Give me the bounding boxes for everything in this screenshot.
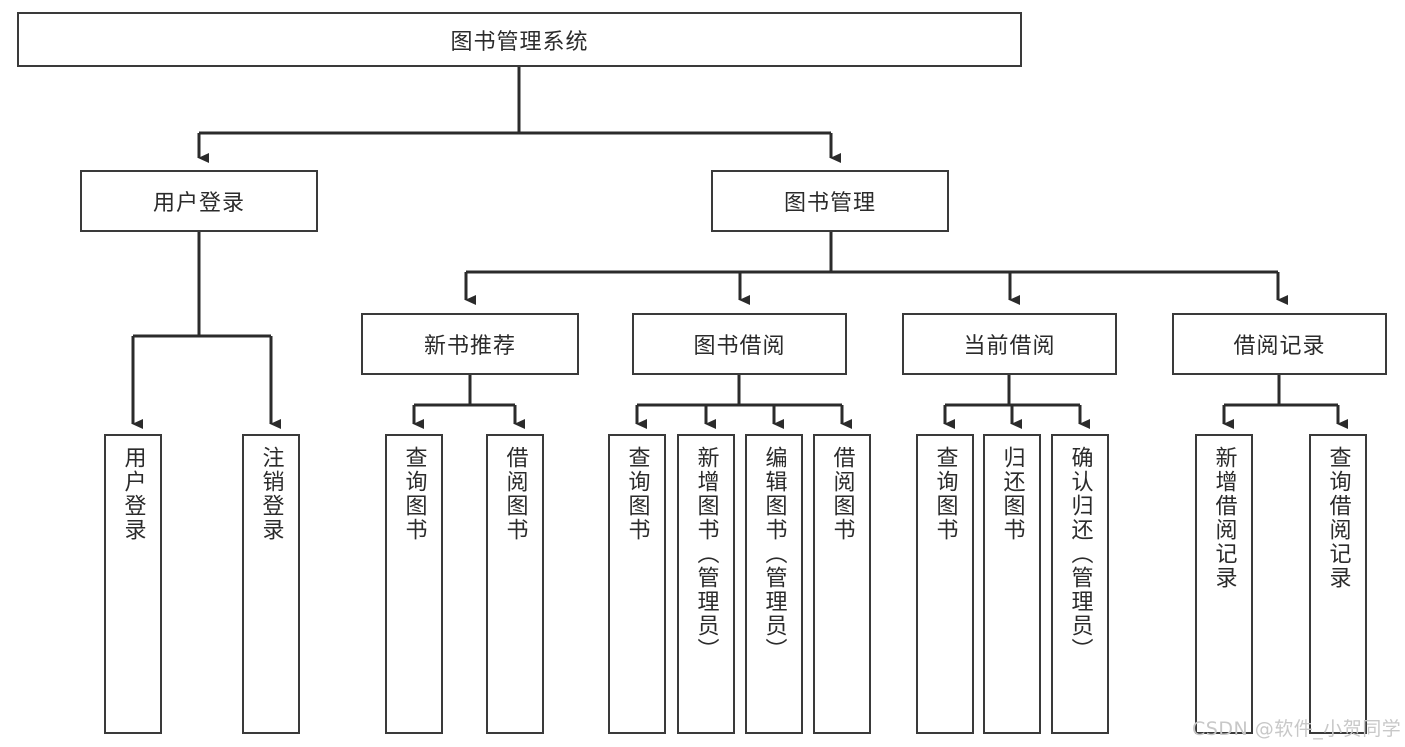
leaf-logout[interactable]: 注销登录 <box>242 434 300 734</box>
leaf-add-book-admin-label: 新增图书（管理员） <box>693 446 719 662</box>
leaf-confirm-return-admin[interactable]: 确认归还（管理员） <box>1051 434 1109 734</box>
leaf-return-book-label: 归还图书 <box>999 446 1025 542</box>
leaf-edit-book-admin-label: 编辑图书（管理员） <box>761 446 787 662</box>
node-root-label: 图书管理系统 <box>450 29 589 55</box>
leaf-query-borrow-record-label: 查询借阅记录 <box>1325 446 1351 590</box>
node-borrow-records-label: 借阅记录 <box>1233 334 1326 359</box>
leaf-query-book-recommend-label: 查询图书 <box>401 446 427 542</box>
leaf-add-book-admin[interactable]: 新增图书（管理员） <box>677 434 735 734</box>
leaf-borrow-book[interactable]: 借阅图书 <box>813 434 871 734</box>
leaf-add-borrow-record-label: 新增借阅记录 <box>1211 446 1237 590</box>
leaf-user-login[interactable]: 用户登录 <box>104 434 162 734</box>
leaf-query-borrow-record[interactable]: 查询借阅记录 <box>1309 434 1367 734</box>
node-book-borrow-label: 图书借阅 <box>693 334 786 359</box>
leaf-query-book-current[interactable]: 查询图书 <box>916 434 974 734</box>
leaf-borrow-book-recommend[interactable]: 借阅图书 <box>486 434 544 734</box>
leaf-query-book-recommend[interactable]: 查询图书 <box>385 434 443 734</box>
node-user-login[interactable]: 用户登录 <box>80 170 318 232</box>
node-root[interactable]: 图书管理系统 <box>17 12 1022 67</box>
node-borrow-records[interactable]: 借阅记录 <box>1172 313 1387 375</box>
node-book-management[interactable]: 图书管理 <box>711 170 949 232</box>
leaf-return-book[interactable]: 归还图书 <box>983 434 1041 734</box>
leaf-edit-book-admin[interactable]: 编辑图书（管理员） <box>745 434 803 734</box>
node-current-borrow[interactable]: 当前借阅 <box>902 313 1117 375</box>
node-user-login-label: 用户登录 <box>152 191 245 216</box>
csdn-watermark: CSDN @软件_小贺同学 <box>1192 718 1402 740</box>
leaf-query-book-current-label: 查询图书 <box>932 446 958 542</box>
leaf-logout-label: 注销登录 <box>258 446 284 542</box>
leaf-add-borrow-record[interactable]: 新增借阅记录 <box>1195 434 1253 734</box>
leaf-borrow-book-label: 借阅图书 <box>829 446 855 542</box>
leaf-confirm-return-admin-label: 确认归还（管理员） <box>1067 446 1093 662</box>
leaf-user-login-label: 用户登录 <box>120 446 146 542</box>
leaf-query-book-borrow-label: 查询图书 <box>624 446 650 542</box>
node-new-book-recommend-label: 新书推荐 <box>423 334 516 359</box>
leaf-query-book-borrow[interactable]: 查询图书 <box>608 434 666 734</box>
leaf-borrow-book-recommend-label: 借阅图书 <box>502 446 528 542</box>
node-current-borrow-label: 当前借阅 <box>963 334 1056 359</box>
node-new-book-recommend[interactable]: 新书推荐 <box>361 313 579 375</box>
node-book-borrow[interactable]: 图书借阅 <box>632 313 847 375</box>
node-book-management-label: 图书管理 <box>783 191 876 216</box>
